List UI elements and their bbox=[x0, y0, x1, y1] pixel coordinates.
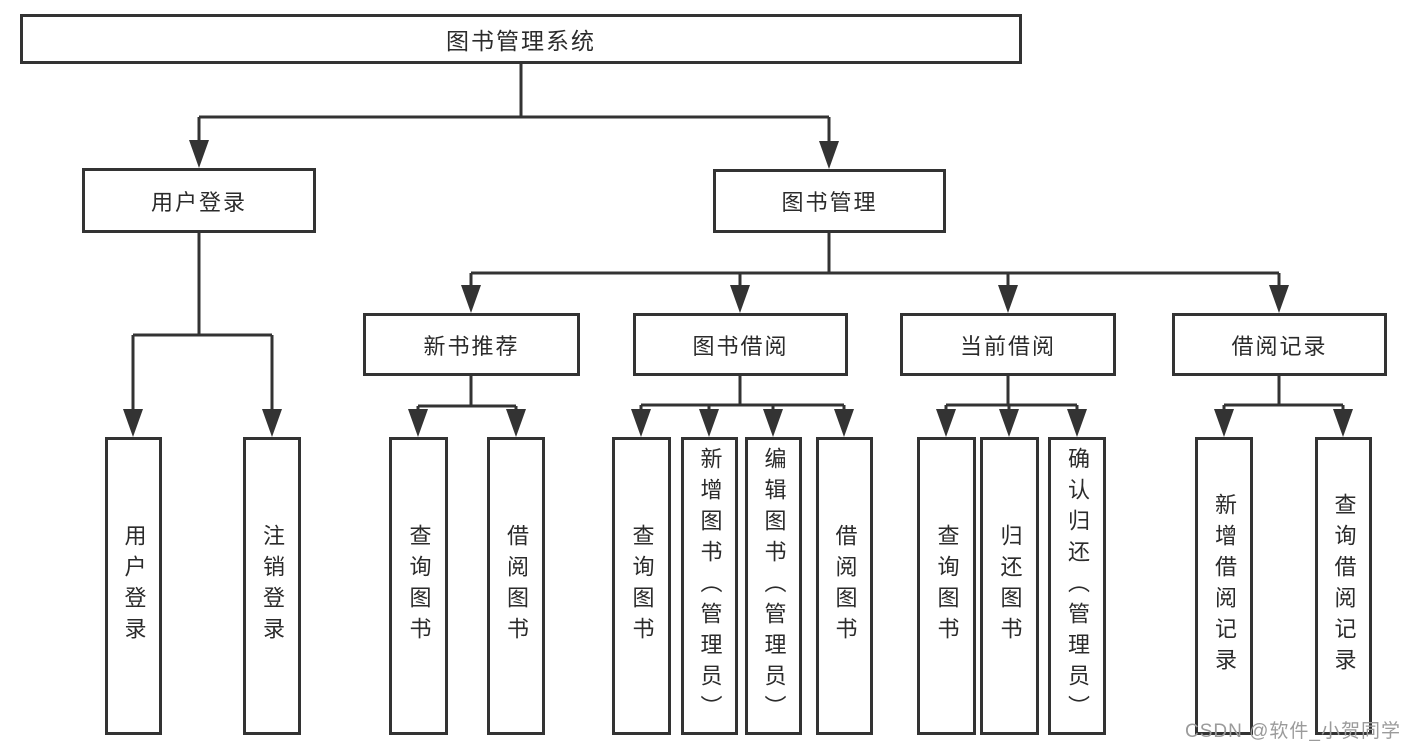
leaf-query-books-current: 查询图书 bbox=[917, 437, 976, 735]
node-label: 图书管理 bbox=[781, 190, 878, 215]
leaf-logout: 注销登录 bbox=[243, 437, 301, 735]
node-label: 借阅图书 bbox=[504, 524, 529, 648]
leaf-return-books: 归还图书 bbox=[980, 437, 1039, 735]
node-borrowing-records: 借阅记录 bbox=[1172, 313, 1387, 376]
leaf-query-books-recommend: 查询图书 bbox=[389, 437, 448, 735]
node-label: 借阅图书 bbox=[832, 524, 858, 648]
node-current-borrowing: 当前借阅 bbox=[900, 313, 1116, 376]
leaf-borrow-books-borrowing: 借阅图书 bbox=[816, 437, 873, 735]
node-label: 新书推荐 bbox=[423, 333, 520, 359]
node-user-login: 用户登录 bbox=[82, 168, 316, 233]
node-label: 注销登录 bbox=[260, 524, 285, 648]
node-label: 图书管理系统 bbox=[446, 28, 596, 54]
node-label: 当前借阅 bbox=[959, 333, 1056, 359]
csdn-watermark: CSDN @软件_小贺同学 bbox=[1185, 721, 1401, 742]
leaf-add-borrow-record: 新增借阅记录 bbox=[1195, 437, 1253, 735]
node-label: 编辑图书（管理员） bbox=[761, 446, 787, 726]
node-label: 确认归还（管理员） bbox=[1065, 446, 1090, 726]
node-label: 查询借阅记录 bbox=[1331, 493, 1357, 679]
node-label: 新增图书（管理员） bbox=[697, 446, 723, 726]
node-new-book-recommendation: 新书推荐 bbox=[363, 313, 580, 376]
leaf-query-borrow-record: 查询借阅记录 bbox=[1315, 437, 1372, 735]
arrowheads bbox=[123, 140, 1353, 437]
node-label: 图书借阅 bbox=[692, 333, 789, 359]
leaf-query-books-borrowing: 查询图书 bbox=[612, 437, 671, 735]
node-library-management-system: 图书管理系统 bbox=[20, 14, 1022, 64]
node-label: 借阅记录 bbox=[1231, 333, 1328, 359]
leaf-edit-books-admin: 编辑图书（管理员） bbox=[745, 437, 802, 735]
node-book-management: 图书管理 bbox=[713, 169, 946, 233]
leaf-add-books-admin: 新增图书（管理员） bbox=[681, 437, 738, 735]
leaf-confirm-return-admin: 确认归还（管理员） bbox=[1048, 437, 1106, 735]
node-book-borrowing: 图书借阅 bbox=[633, 313, 848, 376]
node-label: 查询图书 bbox=[406, 524, 432, 648]
node-label: 用户登录 bbox=[150, 189, 247, 215]
node-label: 查询图书 bbox=[629, 524, 655, 648]
leaf-user-login: 用户登录 bbox=[105, 437, 162, 735]
leaf-borrow-books-recommend: 借阅图书 bbox=[487, 437, 545, 735]
node-label: 新增借阅记录 bbox=[1212, 493, 1237, 679]
node-label: 归还图书 bbox=[997, 524, 1023, 648]
node-label: 用户登录 bbox=[121, 524, 147, 648]
node-label: 查询图书 bbox=[934, 524, 960, 648]
